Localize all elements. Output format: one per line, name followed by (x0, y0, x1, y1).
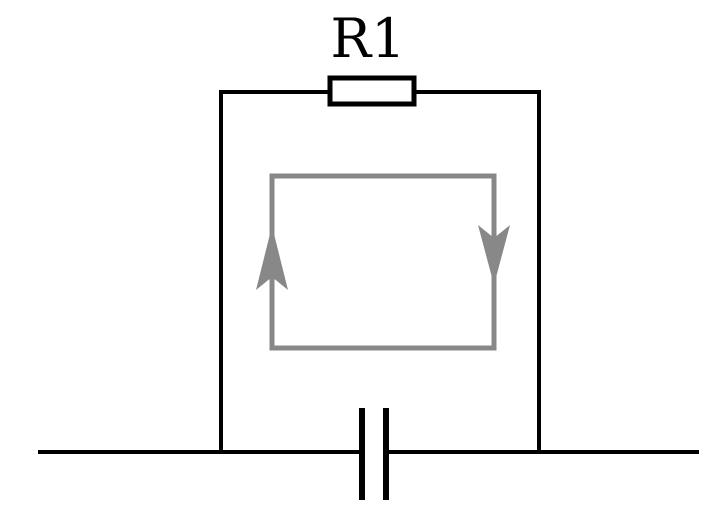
resistor-r1-label: R1 (330, 7, 405, 70)
capacitor (359, 408, 389, 500)
resistor-r1 (327, 75, 417, 107)
loop-arrow-up-icon (256, 226, 288, 290)
current-loop-path (269, 173, 497, 351)
current-loop (256, 173, 510, 351)
wire-frame-left (219, 90, 330, 452)
wire-frame-right (414, 90, 541, 452)
circuit-wires (38, 90, 699, 454)
loop-arrow-down-icon (478, 225, 510, 285)
